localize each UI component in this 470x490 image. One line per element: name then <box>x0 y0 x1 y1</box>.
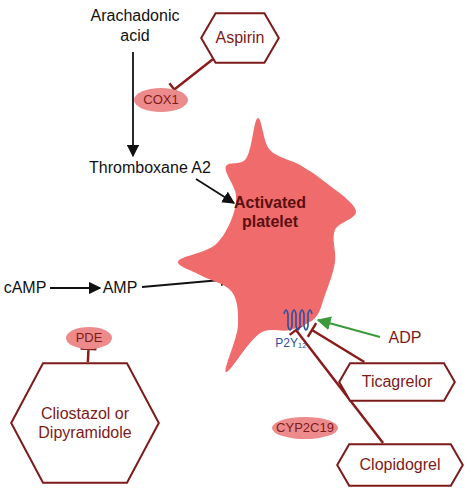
drug-hexagon: Cliostazol or Dipyramidole <box>10 362 160 484</box>
pathway-label: ADP <box>389 328 422 348</box>
inhibition-connector <box>80 349 96 362</box>
node-label: PDE <box>76 330 103 346</box>
node-outline <box>10 362 160 484</box>
enzyme-oval: PDE <box>66 327 112 349</box>
enzyme-oval: COX1 <box>134 88 188 112</box>
oval-fill <box>66 327 112 349</box>
platelet-cell: Activated platelet <box>163 115 358 330</box>
pathway-label: cAMP <box>4 278 47 298</box>
hexagon-outline <box>337 444 463 486</box>
hexagon-outline <box>339 363 455 401</box>
platelet-shape <box>178 118 356 372</box>
drug-hexagon: Ticagrelor <box>338 362 456 402</box>
pathway-arrow <box>50 287 100 289</box>
pathway-arrow <box>196 179 234 203</box>
pathway-label: Thromboxane A2 <box>89 158 211 178</box>
node-label: COX1 <box>143 92 178 108</box>
pathway-label: P2Y₁₂ <box>275 336 306 351</box>
pathway-arrow <box>132 52 134 156</box>
node-label: CYP2C19 <box>276 420 334 436</box>
oval-fill <box>134 88 188 112</box>
node-label: Aspirin <box>216 28 265 47</box>
pathway-label: Arachadonic acid <box>91 6 180 46</box>
node-label: Ticagrelor <box>362 372 433 391</box>
drug-hexagon: Clopidogrel <box>336 443 464 487</box>
agonist-arrow <box>318 320 380 337</box>
node-label: Cliostazol or Dipyramidole <box>38 404 131 442</box>
drug-hexagon: Aspirin <box>200 12 280 64</box>
enzyme-oval: CYP2C19 <box>272 417 338 439</box>
pathway-label: AMP <box>103 278 138 298</box>
hexagon-outline <box>201 13 279 63</box>
node-label: Clopidogrel <box>360 455 441 474</box>
node-label: Activated platelet <box>234 193 306 231</box>
hexagon-outline <box>11 363 159 483</box>
oval-fill <box>272 417 338 439</box>
